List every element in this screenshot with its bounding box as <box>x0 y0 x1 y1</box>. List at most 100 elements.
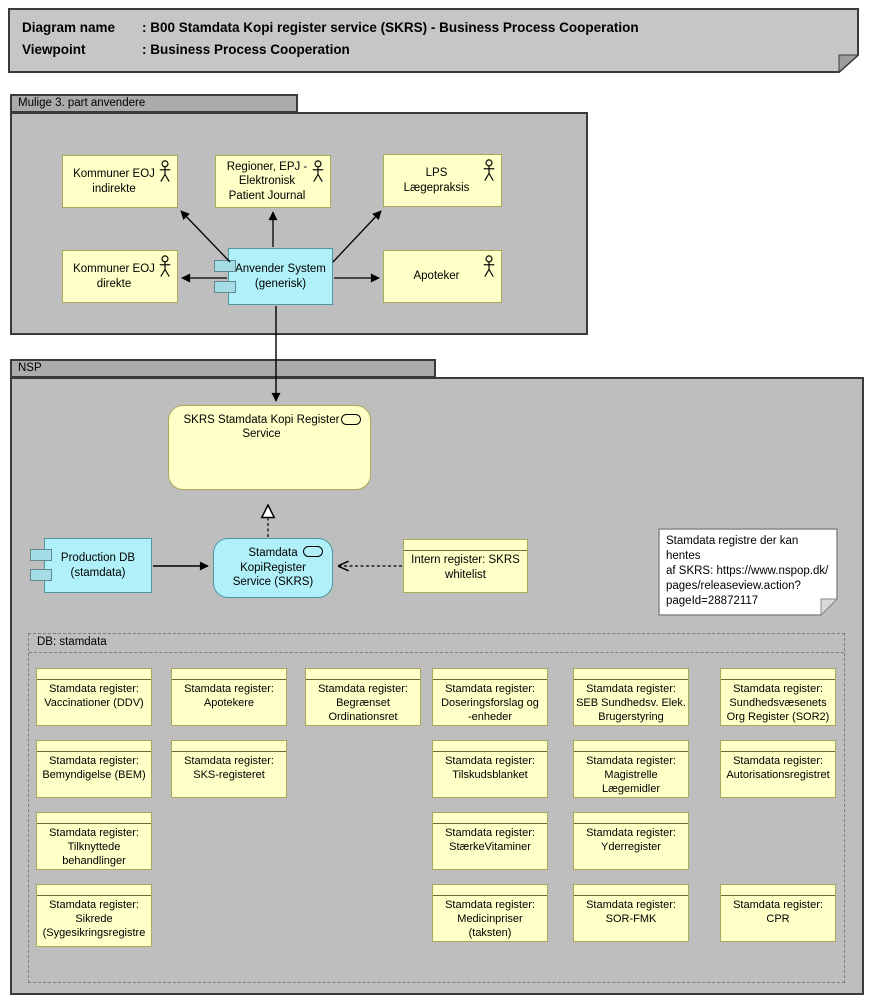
actor-label: Kommuner EOJ indirekte <box>73 168 155 195</box>
register-label: Stamdata register: Sikrede (Sygesikrings… <box>42 899 146 940</box>
object-band <box>574 669 688 680</box>
register-label: Stamdata register: Tilskudsblanket <box>445 755 535 782</box>
register-medicinpriser-taksten[interactable]: Stamdata register: Medicinpriser (takste… <box>432 884 548 942</box>
diagram-title: Diagram name : B00 Stamdata Kopi registe… <box>22 17 639 60</box>
object-band <box>37 669 151 680</box>
service-icon <box>341 414 361 425</box>
component-label: Production DB (stamdata) <box>60 552 136 579</box>
register-label: Stamdata register: Tilknyttede behandlin… <box>49 827 139 868</box>
component-label: Anvender System (generisk) <box>235 263 326 290</box>
group-label-mulige: Mulige 3. part anvendere <box>18 97 146 109</box>
group-tab-mulige[interactable]: Mulige 3. part anvendere <box>10 94 298 113</box>
component-anvender-system[interactable]: Anvender System (generisk) <box>214 248 333 305</box>
actor-icon <box>159 160 171 182</box>
title-value-1: : B00 Stamdata Kopi register service (SK… <box>142 20 639 35</box>
title-label-1: Diagram name <box>22 20 116 35</box>
title-value-2: : Business Process Cooperation <box>142 41 350 57</box>
actor-icon <box>159 255 171 277</box>
register-yderregister[interactable]: Stamdata register: Yderregister <box>573 812 689 870</box>
register-sor2[interactable]: Stamdata register: Sundhedsvæsenets Org … <box>720 668 836 726</box>
service-label: SKRS Stamdata Kopi Register Service <box>183 414 340 441</box>
title-note-shape <box>8 8 860 74</box>
object-band <box>37 885 151 896</box>
service-label: Stamdata KopiRegister Service (SKRS) <box>232 547 314 589</box>
object-band <box>37 813 151 824</box>
group-tab-nsp[interactable]: NSP <box>10 359 436 378</box>
service-icon <box>303 546 323 557</box>
object-band <box>37 741 151 752</box>
object-band <box>433 669 547 680</box>
register-label: Stamdata register: Magistrelle Lægemidle… <box>586 755 676 796</box>
object-band <box>172 741 286 752</box>
register-apotekere[interactable]: Stamdata register: Apotekere <box>171 668 287 726</box>
object-band <box>433 813 547 824</box>
component-tab-icon <box>214 281 236 293</box>
group-db-stamdata[interactable]: DB: stamdata <box>28 633 845 983</box>
actor-kommuner-eoj-indirekte[interactable]: Kommuner EOJ indirekte <box>62 155 178 208</box>
actor-label: Kommuner EOJ direkte <box>73 263 155 290</box>
object-band <box>721 885 835 896</box>
register-tilknyttede-behandlinger[interactable]: Stamdata register: Tilknyttede behandlin… <box>36 812 152 870</box>
register-label: Stamdata register: Yderregister <box>586 827 676 854</box>
group-label-db-stamdata: DB: stamdata <box>29 634 844 653</box>
register-doseringsforslag[interactable]: Stamdata register: Doseringsforslag og -… <box>432 668 548 726</box>
actor-kommuner-eoj-direkte[interactable]: Kommuner EOJ direkte <box>62 250 178 303</box>
register-label: Stamdata register: Autorisationsregistre… <box>726 755 830 782</box>
register-tilskudsblanket[interactable]: Stamdata register: Tilskudsblanket <box>432 740 548 798</box>
register-label: Stamdata register: SKS-registeret <box>184 755 274 782</box>
register-sikrede-sygesikringsregisteret[interactable]: Stamdata register: Sikrede (Sygesikrings… <box>36 884 152 947</box>
register-label: Stamdata register: StærkeVitaminer <box>445 827 535 854</box>
register-label: Stamdata register: Sundhedsvæsenets Org … <box>726 683 830 724</box>
register-label: Stamdata register: Begrænset Ordinations… <box>318 683 408 724</box>
register-begraenset-ordinationsret[interactable]: Stamdata register: Begrænset Ordinations… <box>305 668 421 726</box>
actor-regioner-epj[interactable]: Regioner, EPJ - Elektronisk Patient Jour… <box>215 155 331 208</box>
register-label: Stamdata register: Bemyndigelse (BEM) <box>42 755 146 782</box>
object-label: Intern register: SKRS whitelist <box>411 554 520 581</box>
register-sor-fmk[interactable]: Stamdata register: SOR-FMK <box>573 884 689 942</box>
register-cpr[interactable]: Stamdata register: CPR <box>720 884 836 942</box>
register-seb-brugerstyring[interactable]: Stamdata register: SEB Sundhedsv. Elek. … <box>573 668 689 726</box>
register-staerkevitaminer[interactable]: Stamdata register: StærkeVitaminer <box>432 812 548 870</box>
object-band <box>721 741 835 752</box>
component-production-db[interactable]: Production DB (stamdata) <box>30 538 152 593</box>
group-label-nsp: NSP <box>18 362 42 374</box>
register-label: Stamdata register: Medicinpriser (takste… <box>445 899 535 940</box>
register-vaccinationer-ddv[interactable]: Stamdata register: Vaccinationer (DDV) <box>36 668 152 726</box>
object-band <box>574 885 688 896</box>
object-band <box>721 669 835 680</box>
object-band <box>433 741 547 752</box>
actor-icon <box>312 160 324 182</box>
actor-label: Regioner, EPJ - Elektronisk Patient Jour… <box>226 160 308 202</box>
object-band <box>433 885 547 896</box>
register-label: Stamdata register: Apotekere <box>184 683 274 710</box>
actor-apoteker[interactable]: Apoteker <box>383 250 502 303</box>
register-magistrelle-laegemidler[interactable]: Stamdata register: Magistrelle Lægemidle… <box>573 740 689 798</box>
object-band <box>404 540 527 551</box>
component-tab-icon <box>214 260 236 272</box>
note-shape <box>658 528 839 617</box>
service-stamdata-kopiregister[interactable]: Stamdata KopiRegister Service (SKRS) <box>213 538 333 598</box>
object-band <box>172 669 286 680</box>
register-sks-registeret[interactable]: Stamdata register: SKS-registeret <box>171 740 287 798</box>
note-text: Stamdata registre der kan hentes af SKRS… <box>666 535 829 607</box>
actor-label: LPS Lægepraksis <box>403 167 470 194</box>
component-tab-icon <box>30 549 52 561</box>
register-label: Stamdata register: SEB Sundhedsv. Elek. … <box>576 683 686 724</box>
register-autorisationsregistret[interactable]: Stamdata register: Autorisationsregistre… <box>720 740 836 798</box>
object-band <box>306 669 420 680</box>
register-label: Stamdata register: Vaccinationer (DDV) <box>44 683 144 710</box>
object-band <box>574 813 688 824</box>
register-bemyndigelse-bem[interactable]: Stamdata register: Bemyndigelse (BEM) <box>36 740 152 798</box>
object-intern-register-skrs-whitelist[interactable]: Intern register: SKRS whitelist <box>403 539 528 593</box>
object-band <box>574 741 688 752</box>
register-label: Stamdata register: Doseringsforslag og -… <box>441 683 539 724</box>
title-label-2: Viewpoint <box>22 41 86 57</box>
actor-lps-laegepraksis[interactable]: LPS Lægepraksis <box>383 154 502 207</box>
actor-icon <box>483 255 495 277</box>
actor-label: Apoteker <box>413 270 460 283</box>
note-skrs-registers[interactable]: Stamdata registre der kan hentes af SKRS… <box>658 528 839 617</box>
register-label: Stamdata register: SOR-FMK <box>586 899 676 926</box>
service-skrs-stamdata-kopi-register[interactable]: SKRS Stamdata Kopi Register Service <box>168 405 371 490</box>
title-note[interactable]: Diagram name : B00 Stamdata Kopi registe… <box>8 8 860 74</box>
register-label: Stamdata register: CPR <box>733 899 823 926</box>
